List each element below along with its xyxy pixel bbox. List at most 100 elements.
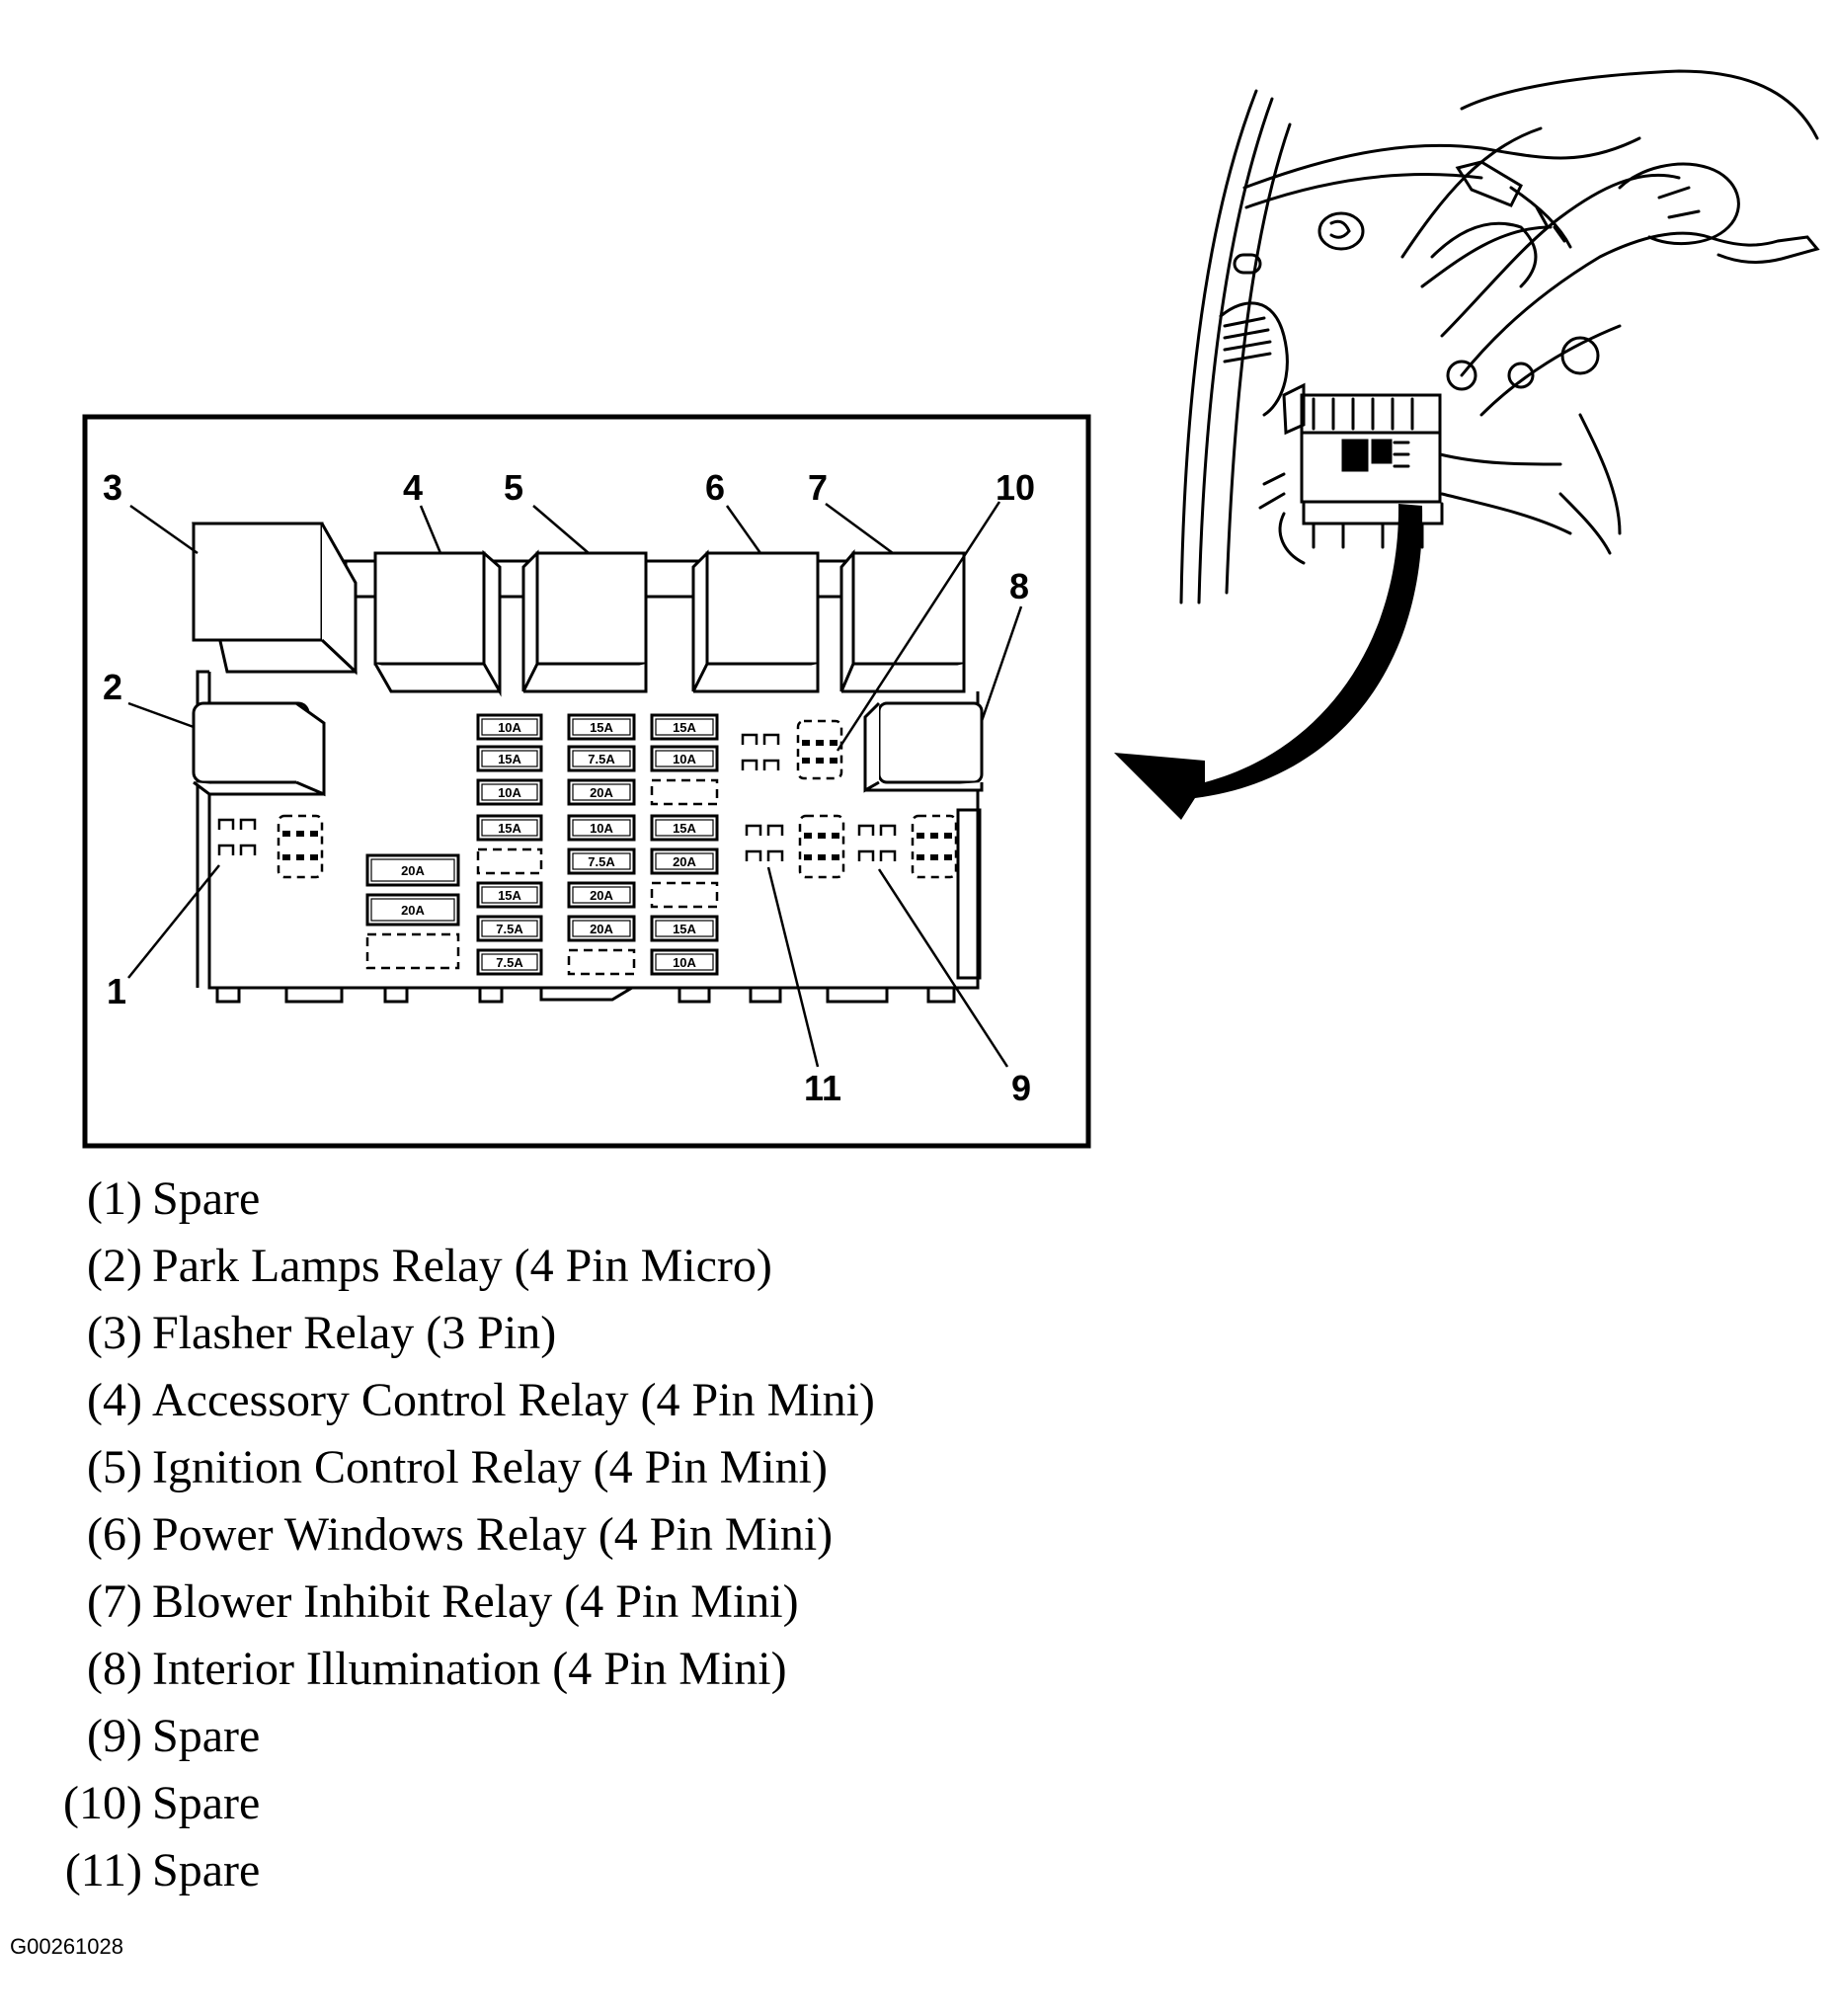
- relay-8: [863, 701, 984, 793]
- empty-fuse-slot: [650, 778, 719, 806]
- diagram-frame: [82, 414, 1091, 1149]
- leader-lines: [127, 501, 1023, 1068]
- fuse-rating: 15A: [673, 821, 696, 836]
- callout-7: 7: [808, 467, 828, 508]
- relay-3: [192, 522, 358, 676]
- legend-number: (3): [87, 1307, 142, 1359]
- fuse-rating: 7.5A: [496, 922, 523, 936]
- fuse: 20A: [567, 881, 636, 909]
- fuse: 7.5A: [567, 847, 636, 875]
- fuse-rating: 20A: [401, 863, 425, 878]
- legend-number: (1): [87, 1172, 142, 1225]
- spare-socket-1: [217, 814, 324, 879]
- empty-fuse-slot: [567, 948, 636, 976]
- legend-item: (10)Spare: [49, 1770, 875, 1837]
- legend-number: (2): [87, 1240, 142, 1292]
- relay-4: [373, 549, 502, 697]
- legend-number: (8): [87, 1643, 142, 1695]
- legend-item: (11)Spare: [49, 1837, 875, 1904]
- legend-number: (11): [64, 1844, 142, 1896]
- legend-item: (3)Flasher Relay (3 Pin): [49, 1300, 875, 1367]
- callout-10: 10: [996, 467, 1035, 508]
- legend-number: (5): [87, 1441, 142, 1493]
- legend-item: (5)Ignition Control Relay (4 Pin Mini): [49, 1434, 875, 1501]
- legend-label: Power Windows Relay (4 Pin Mini): [152, 1508, 834, 1561]
- legend-label: Spare: [152, 1172, 261, 1225]
- callout-9: 9: [1011, 1068, 1031, 1108]
- fuse-rating: 15A: [498, 821, 521, 836]
- fuse: 20A: [567, 915, 636, 942]
- empty-fuse-slot: [476, 847, 543, 875]
- fuse-rating: 20A: [590, 922, 613, 936]
- fuse-rating: 20A: [590, 888, 613, 903]
- legend-label: Spare: [152, 1844, 261, 1896]
- legend-item: (1)Spare: [49, 1166, 875, 1233]
- fuse: 15A: [476, 814, 543, 842]
- fuse: 10A: [650, 745, 719, 772]
- fuse-rating: 10A: [673, 752, 696, 766]
- legend-item: (9)Spare: [49, 1703, 875, 1770]
- fuse: 10A: [476, 778, 543, 806]
- callout-1: 1: [107, 971, 126, 1011]
- legend-number: (4): [87, 1374, 142, 1426]
- fuse-rating: 15A: [590, 720, 613, 735]
- figure-id: G00261028: [10, 1934, 123, 1959]
- spare-socket-10: [741, 719, 843, 780]
- fuse-rating: 15A: [673, 922, 696, 936]
- legend-number: (7): [87, 1575, 142, 1628]
- callout-5: 5: [504, 467, 523, 508]
- fuse: 15A: [476, 745, 543, 772]
- fuse-block: [196, 670, 982, 1004]
- legend-label: Interior Illumination (4 Pin Mini): [152, 1643, 787, 1695]
- fuse: 20A: [365, 853, 460, 887]
- fuse: 10A: [650, 948, 719, 976]
- fuse-rating: 15A: [498, 752, 521, 766]
- legend-label: Flasher Relay (3 Pin): [152, 1307, 557, 1359]
- callout-numbers: 3 4 5 6 7 10 8 2 1 11 9: [103, 467, 1035, 1108]
- relay-7: [839, 548, 966, 693]
- fuse-rating: 20A: [590, 785, 613, 800]
- legend-item: (4)Accessory Control Relay (4 Pin Mini): [49, 1367, 875, 1434]
- fuse: 20A: [650, 847, 719, 875]
- fuse: 10A: [476, 713, 543, 741]
- callout-4: 4: [403, 467, 423, 508]
- spare-socket-9: [857, 814, 958, 879]
- legend-label: Ignition Control Relay (4 Pin Mini): [152, 1441, 828, 1493]
- legend-item: (2)Park Lamps Relay (4 Pin Micro): [49, 1233, 875, 1300]
- fuse-rating: 7.5A: [496, 955, 523, 970]
- legend-label: Accessory Control Relay (4 Pin Mini): [152, 1374, 875, 1426]
- legend-label: Spare: [152, 1710, 261, 1762]
- component-legend: (1)Spare (2)Park Lamps Relay (4 Pin Micr…: [49, 1166, 875, 1904]
- fuse-rating: 7.5A: [588, 854, 615, 869]
- fuse-rating: 10A: [498, 785, 521, 800]
- fuse-rating: 10A: [498, 720, 521, 735]
- legend-item: (8)Interior Illumination (4 Pin Mini): [49, 1636, 875, 1703]
- callout-3: 3: [103, 467, 122, 508]
- callout-8: 8: [1009, 566, 1029, 606]
- empty-fuse-slot: [365, 932, 460, 970]
- fuse: 7.5A: [567, 745, 636, 772]
- fuse: 20A: [365, 893, 460, 927]
- legend-item: (6)Power Windows Relay (4 Pin Mini): [49, 1501, 875, 1569]
- fuse: 7.5A: [476, 948, 543, 976]
- callout-2: 2: [103, 667, 122, 707]
- fuse: 15A: [650, 713, 719, 741]
- vehicle-location-sketch: [1179, 69, 1820, 605]
- fuse: 15A: [567, 713, 636, 741]
- legend-number: (6): [87, 1508, 142, 1561]
- callout-11: 11: [804, 1068, 841, 1108]
- fuse-rating: 10A: [673, 955, 696, 970]
- fuse-rating: 15A: [498, 888, 521, 903]
- fuse-rating: 7.5A: [588, 752, 615, 766]
- legend-number: (10): [63, 1777, 142, 1829]
- relay-6: [691, 549, 820, 693]
- spare-socket-11: [745, 814, 845, 879]
- legend-number: (9): [87, 1710, 142, 1762]
- fuse: 15A: [650, 814, 719, 842]
- fuse-layer: 10A 15A 10A 15A 15A 7.5A 7.5A 15A 7.5A 20A 10A 7.5A…: [365, 713, 719, 976]
- fuse-rating: 20A: [673, 854, 696, 869]
- fuse-rating: 20A: [401, 903, 425, 918]
- fuse-rating: 10A: [590, 821, 613, 836]
